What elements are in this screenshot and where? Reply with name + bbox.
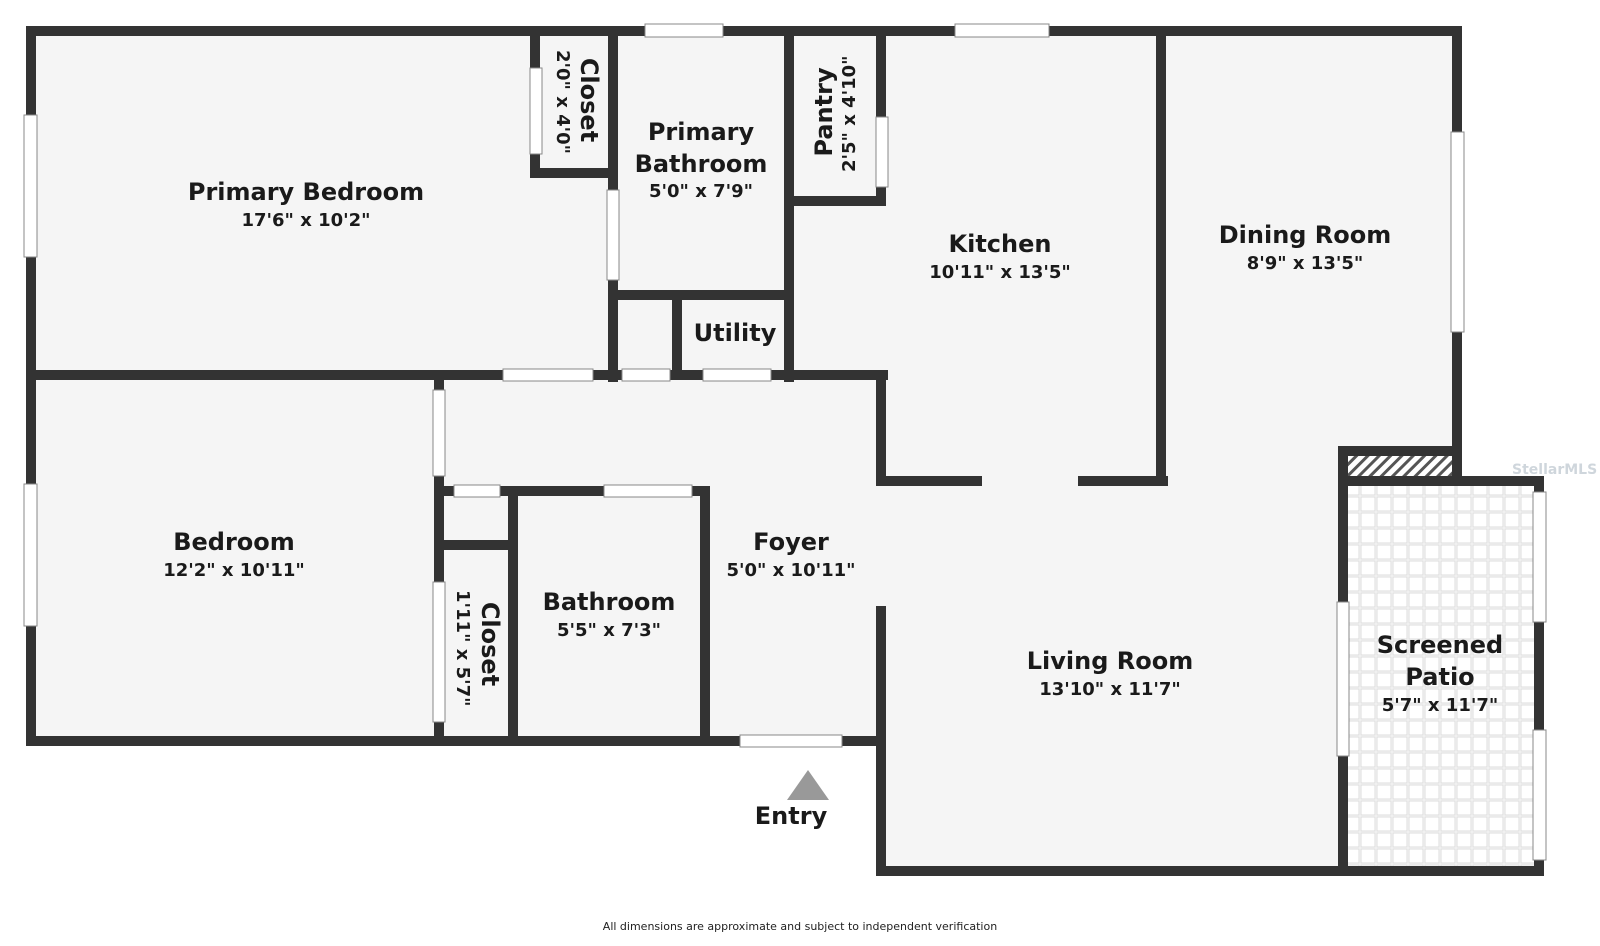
primary-bathroom-dims: 5'0" x 7'9" xyxy=(648,181,754,202)
dining-room-dims: 8'9" x 13'5" xyxy=(1246,253,1364,274)
watermark: StellarMLS xyxy=(1512,462,1598,478)
floors xyxy=(26,26,1542,876)
closet-1-dims: 2'0" x 4'0" xyxy=(552,50,573,155)
primary-bathroom-label-line1: Primary xyxy=(647,118,755,146)
closet-2-label: Closet xyxy=(476,601,504,687)
foyer-label: Foyer xyxy=(753,528,829,556)
foyer-dims: 5'0" x 10'11" xyxy=(726,560,856,581)
entry-label: Entry xyxy=(754,802,828,830)
pantry-dims: 2'5" x 4'10" xyxy=(839,55,860,172)
kitchen-label: Kitchen xyxy=(948,230,1052,258)
primary-bedroom-label: Primary Bedroom xyxy=(187,178,425,206)
living-room-label: Living Room xyxy=(1026,647,1194,675)
closet-2-dims: 1'11" x 5'7" xyxy=(452,590,473,707)
footer-note: All dimensions are approximate and subje… xyxy=(602,920,998,933)
pantry-dims-wrap: 2'5" x 4'10" xyxy=(838,55,862,172)
bathroom-dims: 5'5" x 7'3" xyxy=(556,620,662,641)
utility-label: Utility xyxy=(693,319,777,347)
primary-bathroom-label-line2: Bathroom xyxy=(634,150,768,178)
screened-patio-dims: 5'7" x 11'7" xyxy=(1381,695,1499,716)
pantry-label: Pantry xyxy=(810,67,838,157)
windows xyxy=(23,23,1547,861)
screened-patio-label-line1: Screened xyxy=(1376,631,1504,659)
pantry-label-wrap: Pantry xyxy=(808,62,840,162)
screened-patio-label-line2: Patio xyxy=(1405,663,1475,691)
living-room-dims: 13'10" x 11'7" xyxy=(1039,679,1181,700)
bathroom-label: Bathroom xyxy=(542,588,676,616)
bedroom-label: Bedroom xyxy=(173,528,295,556)
bedroom-dims: 12'2" x 10'11" xyxy=(163,560,305,581)
entry-arrow-icon xyxy=(787,770,829,800)
kitchen-dims: 10'11" x 13'5" xyxy=(929,262,1071,283)
dining-room-label: Dining Room xyxy=(1218,221,1392,249)
primary-bedroom-dims: 17'6" x 10'2" xyxy=(241,210,371,231)
closet-1-label: Closet xyxy=(575,57,603,143)
